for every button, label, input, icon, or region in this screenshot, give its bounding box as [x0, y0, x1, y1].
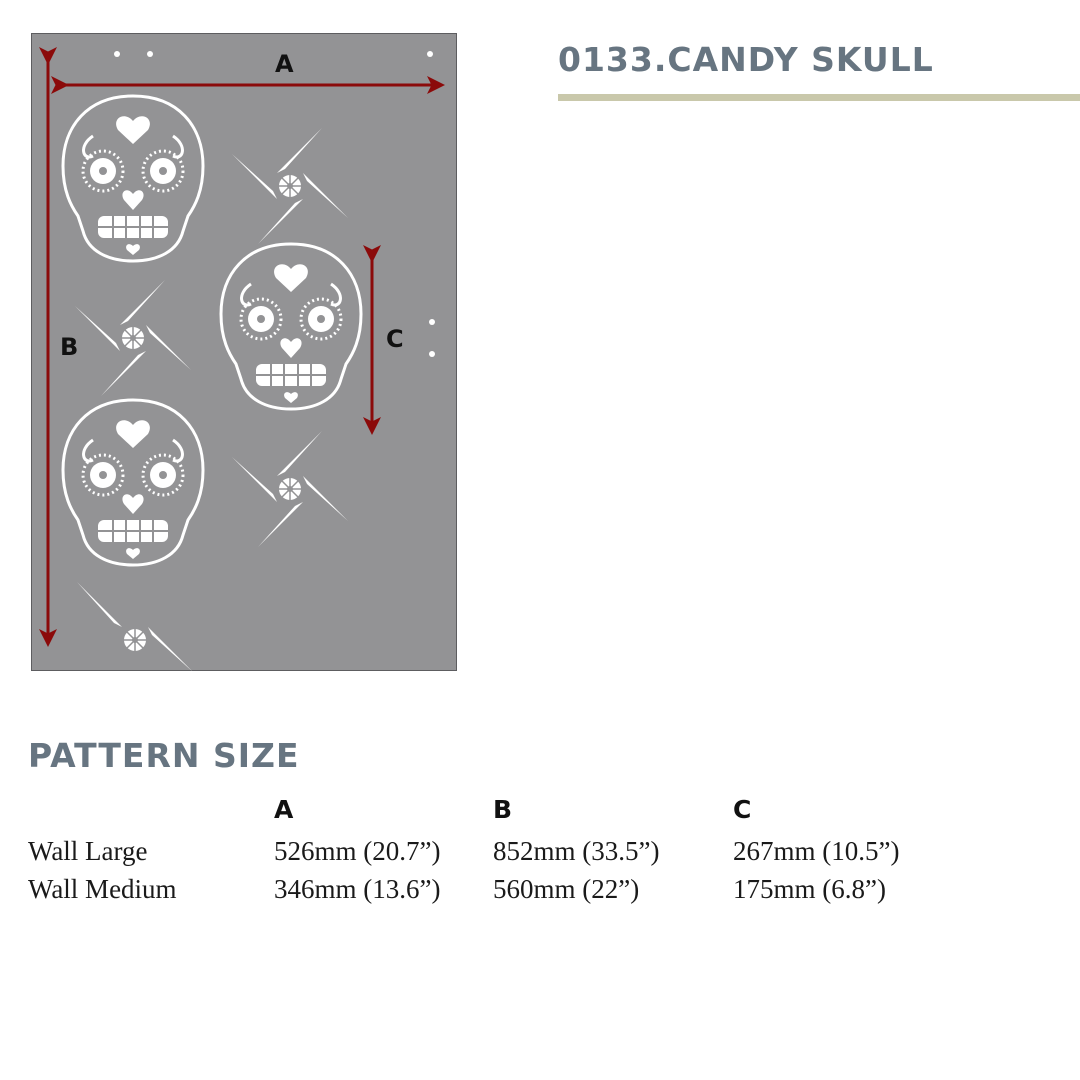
cell-wall-medium-c: 175mm (6.8”)	[733, 874, 886, 904]
cell-wall-medium-a: 346mm (13.6”)	[274, 874, 441, 904]
candy-skull-middle-right	[219, 242, 363, 411]
cell-wall-medium-b: 560mm (22”)	[493, 874, 640, 904]
cell-wall-large-b: 852mm (33.5”)	[493, 836, 660, 866]
dimension-label-b: B	[60, 333, 79, 361]
row-label-wall-large: Wall Large	[28, 836, 148, 866]
rosette-motif-1	[232, 128, 348, 244]
title-underline	[558, 94, 1080, 101]
row-label-wall-medium: Wall Medium	[28, 874, 177, 904]
candy-skull-bottom-left	[61, 398, 205, 567]
edge-spikes	[77, 51, 435, 394]
dimension-label-c: C	[386, 325, 404, 353]
cell-wall-large-c: 267mm (10.5”)	[733, 836, 900, 866]
product-title: 0133.CANDY SKULL	[558, 40, 934, 79]
rosette-motif-3	[232, 431, 348, 547]
column-header-c: C	[733, 795, 752, 824]
stencil-diagram	[39, 47, 445, 672]
candy-skull-top-left	[61, 94, 205, 263]
cell-wall-large-a: 526mm (20.7”)	[274, 836, 441, 866]
column-header-b: B	[493, 795, 513, 824]
rosette-motif-4	[77, 582, 193, 672]
pattern-size-heading: PATTERN SIZE	[28, 736, 300, 775]
stencil-preview-panel: A B C	[31, 33, 457, 672]
rosette-motif-2	[75, 280, 191, 396]
dimension-label-a: A	[275, 50, 294, 78]
column-header-a: A	[274, 795, 294, 824]
